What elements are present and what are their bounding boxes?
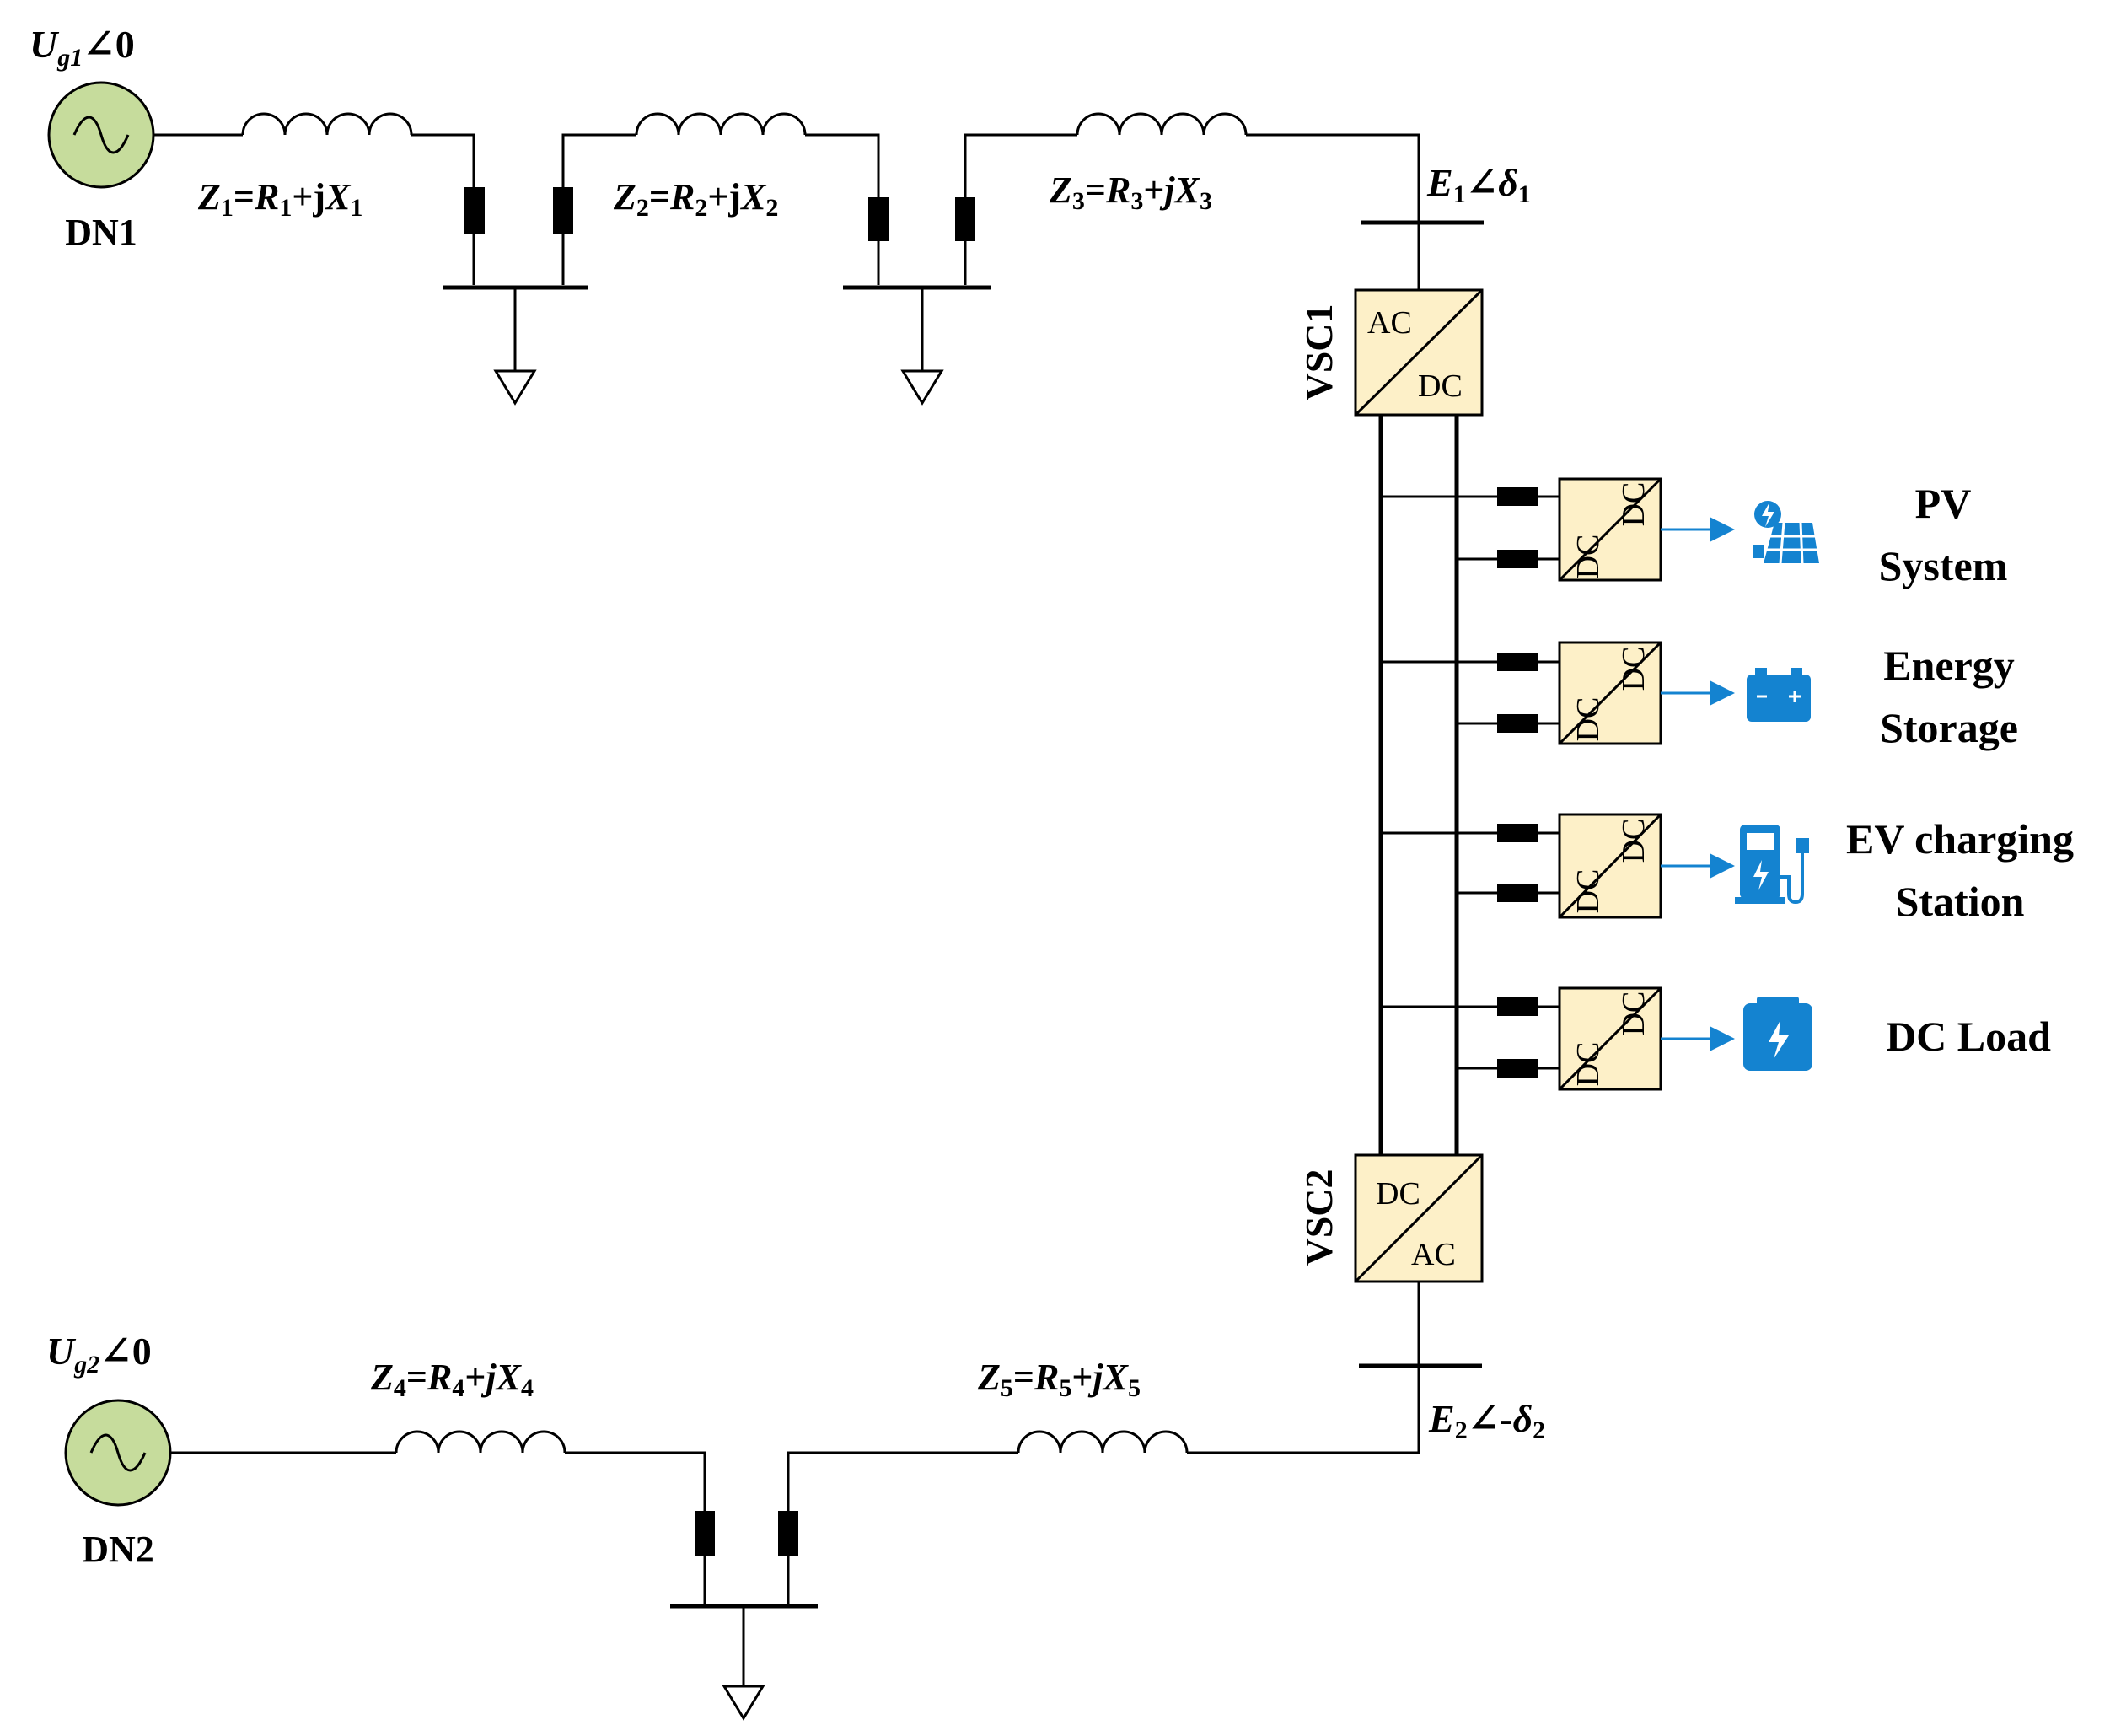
converter-diagonal [1558, 641, 1662, 745]
ground-triangle [722, 1685, 765, 1721]
converter-diagonal [1558, 477, 1662, 582]
dn2-source [64, 1399, 172, 1507]
dn1-voltage-label: Ug1∠0 [30, 23, 135, 72]
dn2-feeder: E2∠-δ2 Z5=R5+jX5 Z4=R4+jX4 DN2 [46, 1282, 1545, 1721]
fuse [955, 197, 975, 241]
fuse [695, 1511, 715, 1556]
fuse [868, 197, 889, 241]
fuse [1497, 550, 1538, 568]
vsc1-top-label: AC [1367, 305, 1412, 341]
pv-label-line2: System [1879, 542, 2008, 589]
bus-e1-label: E1∠δ1 [1426, 161, 1531, 208]
fuse [1497, 884, 1538, 902]
vsc1-name: VSC1 [1297, 304, 1340, 400]
fuse [1497, 1059, 1538, 1078]
fuse [464, 187, 485, 234]
dcdc-left-label: DC [1570, 535, 1606, 579]
converter-diagonal [1354, 288, 1484, 417]
impedance-z4-label: Z4=R4+jX4 [370, 1357, 534, 1402]
dn1-source [47, 81, 155, 189]
dc-unit-energy-storage: DC DC Energy Storage [1381, 641, 2018, 751]
vsc2-name: VSC2 [1297, 1169, 1340, 1266]
ac-sine-icon [89, 1433, 147, 1472]
bus-e2-label: E2∠-δ2 [1428, 1397, 1545, 1444]
load-node-3 [565, 1451, 1018, 1721]
impedance-z5-label: Z5=R5+jX5 [977, 1357, 1141, 1402]
dcdc-left-label: DC [1570, 1042, 1606, 1087]
dn2-voltage-label: Ug2∠0 [46, 1330, 152, 1379]
vsc2-top-label: DC [1376, 1176, 1420, 1212]
dcdc-left-label: DC [1570, 697, 1606, 742]
fuse [1497, 653, 1538, 671]
dcdc-right-label: DC [1616, 647, 1651, 691]
converter-diagonal [1354, 1153, 1484, 1283]
fuse [553, 187, 573, 234]
ev-charger-icon [1735, 825, 1809, 905]
converter-diagonal [1558, 986, 1662, 1091]
storage-label-line2: Storage [1880, 704, 2018, 751]
dc-unit-dc-load: DC DC DC Load [1381, 986, 2051, 1091]
dn1-feeder: DN1 Ug1∠0 Z1=R1+jX1 Z2=R2+jX2 [30, 23, 1531, 406]
pv-label-line1: PV [1915, 480, 1972, 527]
fuse [1497, 824, 1538, 842]
inductor-z2 [635, 112, 807, 136]
dc-unit-ev-charging: DC DC EV charging Station [1381, 813, 2074, 925]
fuse [778, 1511, 798, 1556]
impedance-z1-label: Z1=R1+jX1 [197, 176, 362, 222]
vsc2-bottom-label: AC [1411, 1237, 1456, 1272]
dc-load-icon [1743, 997, 1812, 1071]
ev-label-line2: Station [1896, 878, 2025, 925]
dcdc-right-label: DC [1616, 482, 1651, 527]
dn1-label: DN1 [65, 212, 137, 253]
vsc2-converter: DC AC VSC2 [1297, 1153, 1484, 1283]
vsc1-bottom-label: DC [1418, 368, 1463, 404]
ev-label-line1: EV charging [1846, 815, 2074, 863]
inductor-z1 [241, 112, 413, 136]
dcdc-right-label: DC [1616, 992, 1651, 1036]
impedance-z2-label: Z2=R2+jX2 [613, 176, 778, 222]
load-node-1 [443, 133, 636, 406]
ground-triangle [900, 369, 944, 406]
dc-load-label: DC Load [1886, 1013, 2051, 1060]
dcdc-right-label: DC [1616, 819, 1651, 863]
ground-triangle [493, 369, 537, 406]
dn2-label: DN2 [82, 1529, 154, 1570]
load-node-2 [843, 133, 1077, 406]
storage-label-line1: Energy [1883, 642, 2015, 689]
fuse [1497, 997, 1538, 1016]
battery-icon [1747, 668, 1811, 722]
vsc1-converter: AC DC VSC1 [1297, 288, 1484, 417]
inductor-z4 [395, 1430, 566, 1454]
dc-unit-pv: DC DC PV System [1381, 477, 2008, 589]
inductor-z5 [1017, 1430, 1189, 1454]
solar-panel-icon [1753, 501, 1819, 564]
impedance-z3-label: Z3=R3+jX3 [1049, 169, 1212, 215]
fuse [1497, 714, 1538, 733]
dc-bus [1378, 415, 1459, 1155]
feeder-wire [153, 133, 475, 197]
fuse [1497, 487, 1538, 506]
converter-diagonal [1558, 813, 1662, 919]
ac-sine-icon [72, 116, 130, 154]
dcdc-left-label: DC [1570, 869, 1606, 914]
inductor-z3 [1076, 112, 1248, 136]
